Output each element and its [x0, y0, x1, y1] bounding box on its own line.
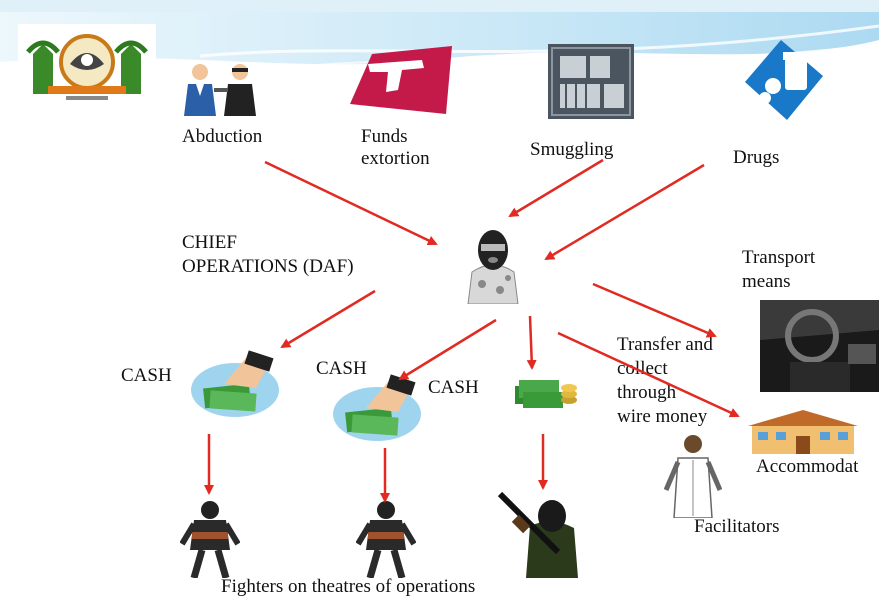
drugs-icon	[735, 36, 829, 126]
armed-fighter-icon	[496, 486, 578, 578]
cash-hand-icon	[332, 372, 422, 442]
fighter-icon	[179, 500, 241, 579]
arrow-chief-to-cash-2	[398, 318, 497, 381]
transfer-label-line3: through	[617, 382, 677, 403]
chief-label-line2: OPERATIONS (DAF)	[182, 256, 354, 277]
facilitators-label: Facilitators	[694, 516, 780, 537]
fighter-icon	[355, 500, 417, 579]
arrow-chief-to-cash-3	[526, 315, 537, 370]
arrow-drugs-to-chief	[544, 163, 705, 261]
hotel-icon	[748, 408, 858, 454]
arrow-abduction-to-chief	[264, 160, 438, 246]
gun-icon	[342, 46, 457, 114]
cash-hand-icon	[190, 350, 280, 418]
arrow-chief-to-accommodation	[557, 331, 740, 418]
arrow-chief-to-cash-1	[280, 289, 376, 349]
chief-label-line1: CHIEF	[182, 232, 237, 253]
transfer-label-line4: wire money	[617, 406, 708, 427]
transfer-label-line1: Transfer and	[617, 334, 713, 355]
car-interior-image	[760, 300, 879, 392]
smuggling-label: Smuggling	[530, 139, 614, 160]
extortion-label-line2: extortion	[361, 148, 430, 169]
abduction-icon	[178, 62, 264, 116]
cash-label-3: CASH	[428, 377, 479, 398]
money-stack-icon	[515, 372, 577, 410]
footer-label: Fighters on theatres of operations	[221, 576, 476, 597]
arrow-smuggling-to-chief	[508, 158, 604, 218]
masked-chief-icon	[462, 228, 524, 305]
extortion-label-line1: Funds	[361, 126, 408, 147]
facilitator-icon	[663, 432, 723, 519]
arrow-chief-to-transport	[592, 282, 717, 338]
transport-label-line2: means	[742, 271, 791, 292]
accommodation-label: Accommodat	[756, 456, 859, 477]
transfer-label-line2: collect	[617, 358, 668, 379]
emblem-logo	[18, 24, 156, 104]
abduction-label: Abduction	[182, 126, 263, 147]
transport-label-line1: Transport	[742, 247, 816, 268]
smuggling-icon	[548, 44, 634, 119]
cash-label-1: CASH	[121, 365, 172, 386]
drugs-label: Drugs	[733, 147, 780, 168]
cash-label-2: CASH	[316, 358, 367, 379]
